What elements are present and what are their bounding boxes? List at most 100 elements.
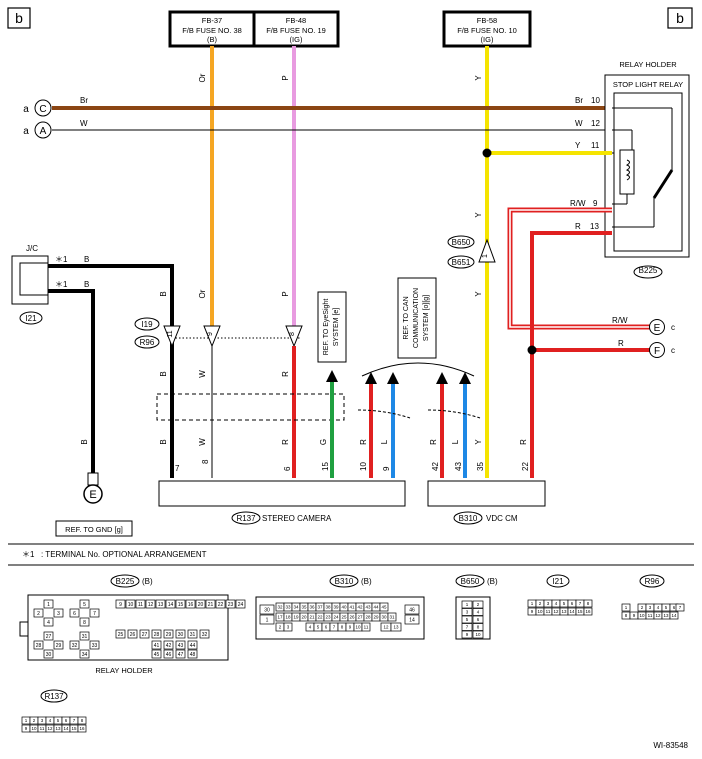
pin-label: 26	[130, 632, 136, 638]
pin-cell	[151, 629, 162, 639]
pin-label: 4	[49, 718, 52, 723]
svg-text:(B): (B)	[142, 577, 153, 586]
svg-text:8: 8	[201, 459, 210, 464]
svg-text:B310: B310	[335, 577, 354, 586]
pin-label: 13	[55, 726, 61, 731]
pin-label: 2	[641, 605, 644, 610]
page-marker-left: b	[15, 10, 23, 26]
pin-label: 10	[639, 613, 645, 618]
svg-text:B: B	[84, 280, 89, 289]
pin-label: 9	[466, 632, 469, 637]
pin-label: 36	[309, 605, 315, 610]
svg-text:42: 42	[431, 462, 440, 471]
svg-text:R96: R96	[140, 338, 155, 347]
pin-cell	[69, 640, 80, 650]
svg-text:STOP LIGHT RELAY: STOP LIGHT RELAY	[613, 80, 683, 89]
pin-label: 26	[349, 615, 355, 620]
ref-a-c: a C Br	[23, 96, 88, 117]
pin-label: 29	[56, 643, 62, 649]
pin-label: 11	[546, 609, 551, 614]
pin-cell	[53, 608, 64, 618]
pin-cell	[379, 602, 389, 612]
pin-label: 44	[373, 605, 379, 610]
ref-a-a: a A W	[23, 119, 88, 139]
pin-label: 46	[166, 652, 172, 658]
svg-text:11: 11	[167, 330, 174, 337]
wire-black-camera	[48, 264, 174, 478]
svg-text:F: F	[654, 346, 660, 357]
pin-label: 25	[341, 615, 347, 620]
pin-cell	[77, 716, 87, 725]
svg-text:C: C	[39, 104, 46, 115]
svg-text:W: W	[575, 119, 583, 128]
pin-cell	[175, 599, 186, 609]
svg-text:R137: R137	[236, 514, 256, 523]
svg-text:R: R	[429, 439, 438, 445]
figure-id: WI-83548	[653, 741, 688, 750]
pin-label: 7	[679, 605, 682, 610]
svg-text:R/W: R/W	[570, 199, 586, 208]
pin-label: 21	[309, 615, 315, 620]
pin-cell	[151, 649, 162, 659]
label-or-top: Or	[198, 73, 207, 82]
pin-label: 4	[47, 620, 50, 626]
svg-text:E: E	[654, 323, 661, 334]
label-y-top: Y	[474, 75, 483, 81]
svg-text:W: W	[198, 370, 207, 378]
svg-text:R: R	[519, 439, 528, 445]
svg-text:E: E	[89, 489, 96, 501]
svg-text:10: 10	[359, 462, 368, 471]
svg-text:15: 15	[321, 462, 330, 471]
pin-label: 3	[649, 605, 652, 610]
pin-label: 30	[46, 652, 52, 658]
svg-text:7: 7	[175, 464, 180, 473]
pin-label: 1	[266, 617, 269, 623]
pin-cell	[163, 640, 174, 650]
pin-cell	[404, 614, 420, 625]
pin-label: 22	[218, 602, 224, 608]
relay-terminals: Br 10 W 12 Y 11 R/W 9 R 13	[570, 96, 600, 231]
pin-label: 18	[285, 615, 291, 620]
pin-label: 28	[365, 615, 371, 620]
svg-text:F/B FUSE NO. 10: F/B FUSE NO. 10	[457, 26, 517, 35]
pin-cell	[163, 629, 174, 639]
pin-cell	[215, 599, 226, 609]
pin-label: 40	[341, 605, 347, 610]
wire-red-vdc	[530, 231, 612, 478]
pin-cell	[135, 599, 146, 609]
pin-label: 20	[198, 602, 204, 608]
svg-text:RELAY HOLDER: RELAY HOLDER	[619, 60, 677, 69]
svg-text:FB-37: FB-37	[202, 16, 222, 25]
svg-text:I19: I19	[141, 320, 153, 329]
svg-text:I21: I21	[25, 314, 37, 323]
pin-cell	[461, 600, 473, 609]
wire-black-ground	[48, 289, 95, 475]
svg-text:9: 9	[593, 199, 598, 208]
svg-text:R: R	[575, 222, 581, 231]
pin-cell	[89, 640, 100, 650]
pin-label: 10	[31, 726, 37, 731]
pin-label: 4	[555, 601, 558, 606]
pin-label: 12	[47, 726, 53, 731]
note-text: : TERMINAL No. OPTIONAL ARRANGEMENT	[41, 550, 207, 559]
pin-label: 27	[46, 634, 52, 640]
pin-label: 11	[364, 625, 369, 630]
pin-label: 3	[547, 601, 550, 606]
pin-label: 33	[92, 643, 98, 649]
pin-cell	[175, 629, 186, 639]
pin-cell	[583, 607, 593, 616]
pin-label: 15	[178, 602, 184, 608]
pin-label: 28	[154, 632, 160, 638]
svg-text:(B): (B)	[361, 577, 372, 586]
pin-label: 7	[93, 611, 96, 617]
pin-label: 9	[349, 625, 352, 630]
svg-text:VDC CM: VDC CM	[486, 514, 518, 523]
svg-text:c: c	[671, 346, 675, 355]
pin-label: 32	[72, 643, 78, 649]
pin-label: 13	[663, 613, 669, 618]
